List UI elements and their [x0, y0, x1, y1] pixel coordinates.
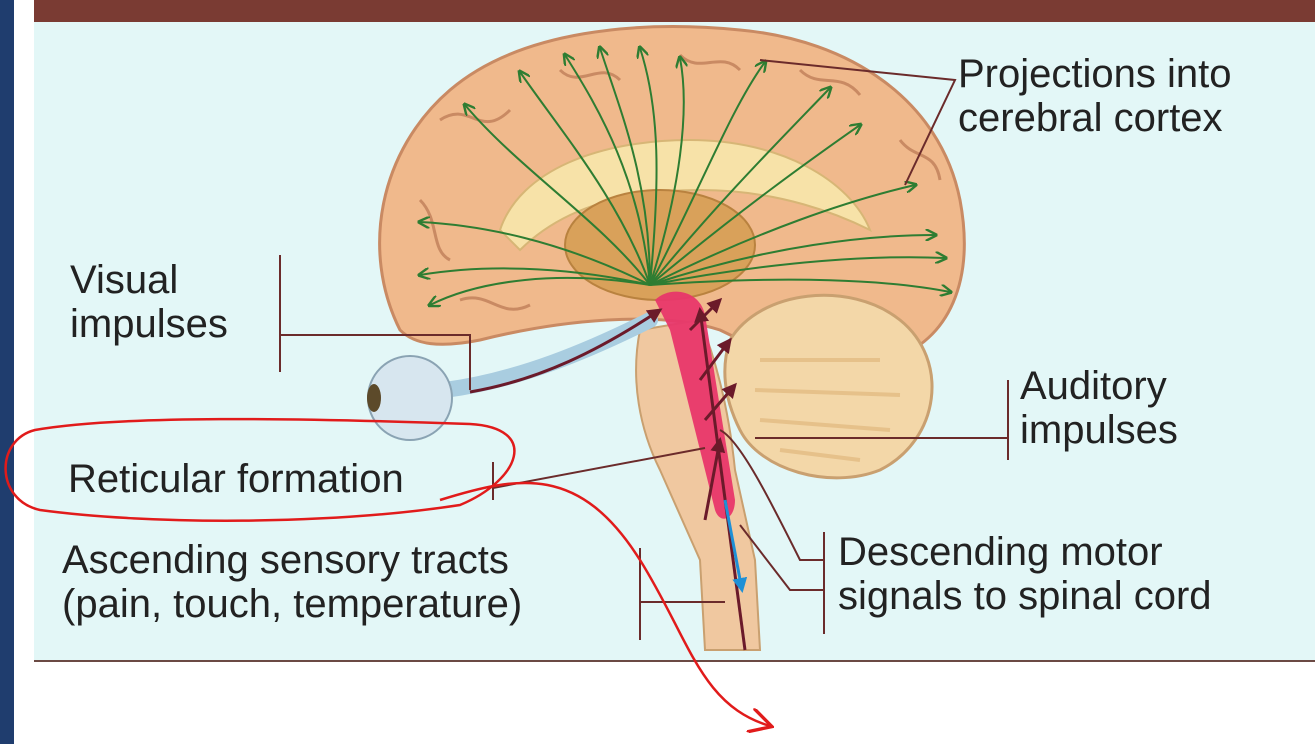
label-reticular-formation: Reticular formation: [68, 457, 404, 501]
cerebellum-shape: [725, 295, 932, 478]
label-ascending-tracts: Ascending sensory tracts(pain, touch, te…: [62, 538, 522, 626]
pupil-icon: [367, 384, 381, 412]
